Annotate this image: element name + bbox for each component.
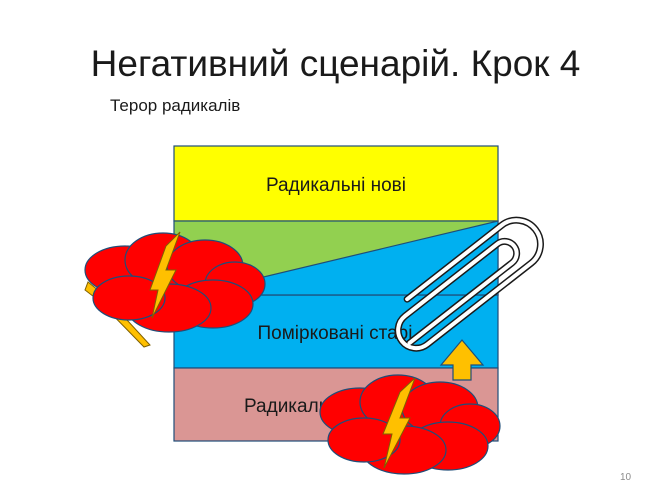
layer-radical-new — [173, 145, 499, 222]
up-arrow-icon — [439, 339, 485, 381]
label-radical-new: Радикальні нові — [266, 175, 406, 196]
slide-title: Негативний сценарій. Крок 4 — [90, 43, 581, 84]
label-radical-old: Радикальні — [244, 396, 343, 417]
lightning-icon — [149, 231, 181, 319]
slide-subtitle: Терор радикалів — [110, 96, 241, 115]
label-moderate-old: Помірковані старі — [258, 323, 413, 344]
page-number: 10 — [620, 472, 632, 483]
lightning-icon — [382, 377, 416, 469]
paperclip-icon — [394, 216, 544, 352]
